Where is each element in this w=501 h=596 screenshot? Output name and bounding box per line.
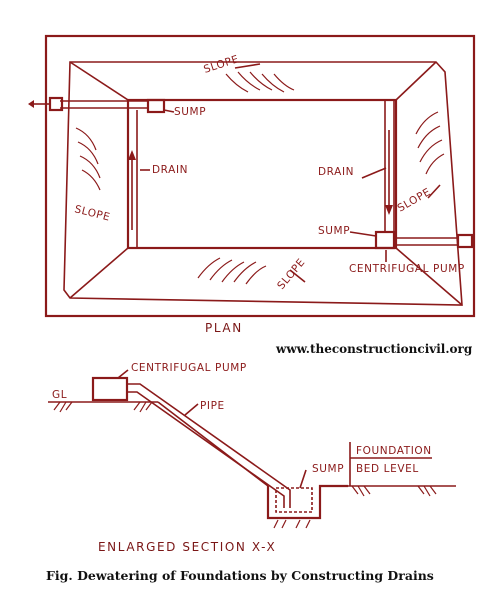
section-label-bed-level: BED LEVEL	[356, 463, 419, 475]
plan-label-slope-right: SLOPE	[396, 186, 434, 215]
section-leader-sump	[299, 469, 307, 489]
plan-corner-line-tr	[395, 61, 437, 101]
section-view: CENTRIFUGAL PUMP GL PIPE SUMP FOUNDATION…	[48, 362, 456, 529]
section-pipe-upper	[127, 383, 291, 508]
plan-slope-arrow-top	[234, 63, 261, 69]
plan-label-slope-top: SLOPE	[202, 53, 240, 76]
plan-leader-drain-right	[361, 167, 387, 179]
section-sump-inner	[275, 487, 313, 513]
plan-label-sump-right: SUMP	[318, 225, 350, 237]
section-ground-hatching-right	[351, 485, 437, 497]
section-ground-hatching-left	[53, 401, 153, 413]
section-pipe-lower	[127, 391, 285, 508]
plan-leader-sump-left	[163, 109, 175, 113]
plan-drain-left-arrowhead	[128, 150, 136, 160]
plan-drain-right-arrowhead	[385, 205, 393, 215]
plan-leader-sump-right	[349, 231, 377, 237]
plan-label-centrifugal-pump: CENTRIFUGAL PUMP	[349, 263, 465, 275]
plan-sump-left	[146, 98, 166, 114]
section-leader-pipe	[184, 403, 199, 416]
section-centrifugal-pump	[91, 376, 129, 402]
plan-slope-arrow-bottom	[289, 269, 306, 283]
figure-caption: Fig. Dewatering of Foundations by Constr…	[46, 568, 434, 583]
plan-pump-right	[456, 233, 474, 249]
section-label-foundation: FOUNDATION	[356, 445, 432, 457]
plan-slope-hatching-bottom	[197, 257, 267, 285]
plan-label-slope-left: SLOPE	[73, 203, 111, 223]
section-label-sump: SUMP	[312, 463, 344, 475]
plan-slope-hatching-left	[75, 127, 101, 191]
plan-view: SLOPE SLOPE SLOPE SLOPE SUMP DRAIN DRAIN…	[28, 34, 476, 318]
plan-outer-boundary	[44, 34, 476, 318]
plan-slope-hatching-right	[415, 111, 445, 175]
plan-label-sump-left: SUMP	[174, 106, 206, 118]
section-label-centrifugal-pump: CENTRIFUGAL PUMP	[131, 362, 247, 374]
plan-slope-arrow-right	[427, 184, 441, 199]
plan-outlet-left-arrowhead	[28, 100, 34, 108]
plan-corner-line-br	[395, 247, 463, 306]
plan-label-drain-left: DRAIN	[152, 164, 188, 176]
section-label-pipe: PIPE	[200, 400, 225, 412]
section-leader-pump	[117, 369, 129, 379]
website-url: www.theconstructioncivil.org	[275, 342, 473, 356]
section-sump-pit	[266, 484, 348, 520]
plan-label-drain-right: DRAIN	[318, 166, 354, 178]
plan-title: PLAN	[205, 321, 243, 335]
plan-corner-line-bl	[69, 247, 129, 299]
section-title: ENLARGED SECTION X-X	[98, 540, 276, 554]
section-ground-hatching-sump	[273, 519, 311, 529]
plan-label-slope-bottom: SLOPE	[275, 256, 308, 292]
plan-slope-hatching-top	[225, 71, 295, 93]
section-label-gl: GL	[52, 389, 67, 401]
plan-sump-right	[374, 230, 396, 250]
plan-corner-line-tl	[69, 61, 129, 101]
